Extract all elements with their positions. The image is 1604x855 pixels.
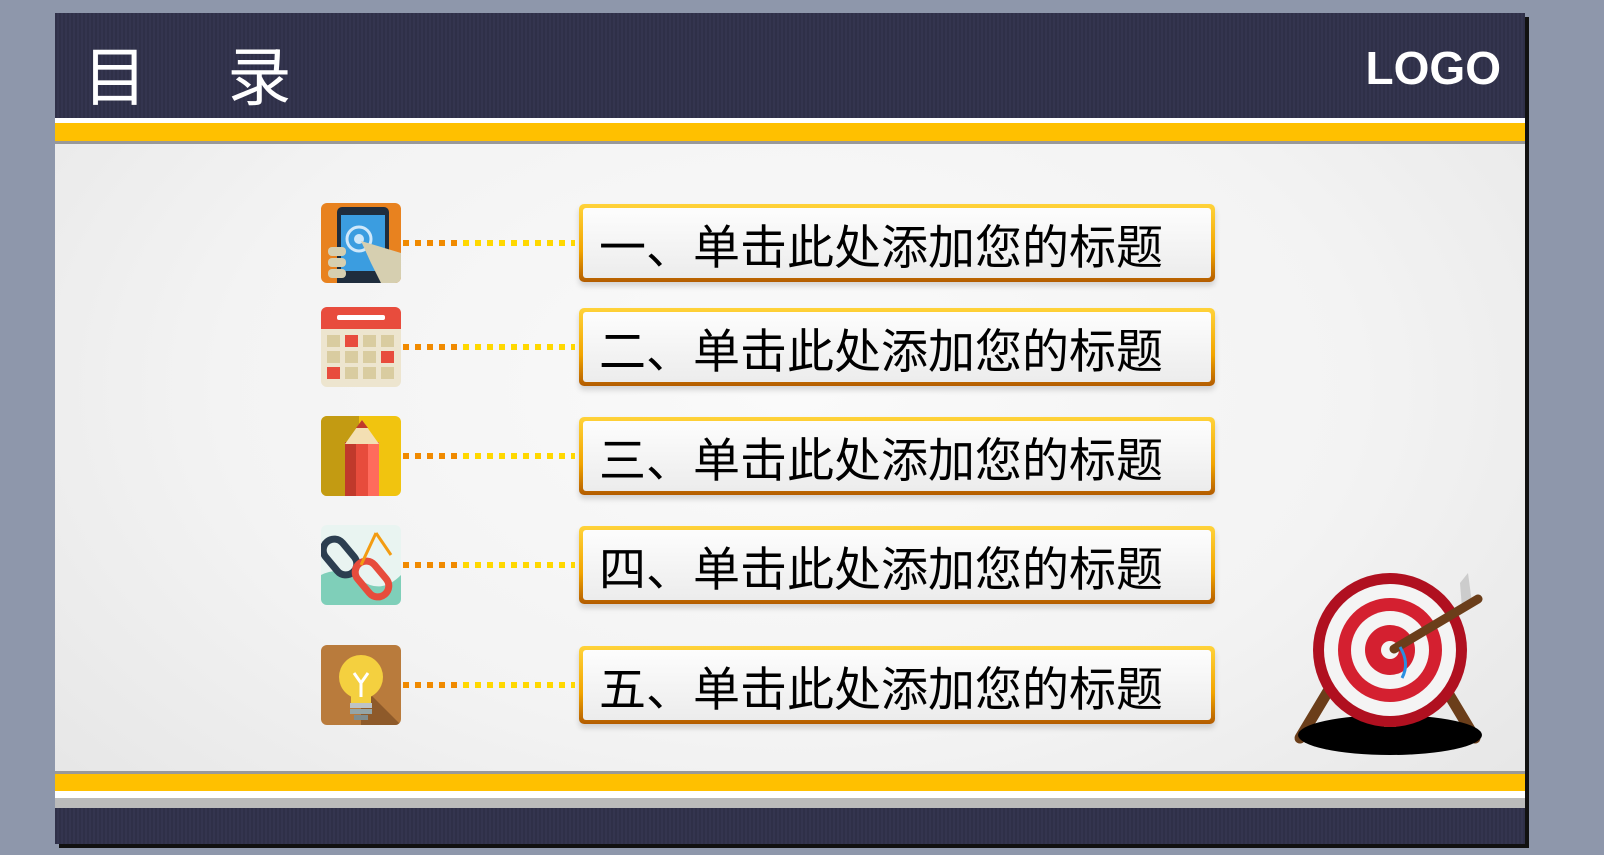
toc-item[interactable]: 二、单击此处添加您的标题 (55, 307, 1525, 387)
toc-item-label: 三、单击此处添加您的标题 (583, 421, 1211, 491)
tablet-touch-icon (321, 203, 401, 283)
connector-dots (403, 453, 575, 459)
lightbulb-icon (321, 645, 401, 725)
toc-item-label: 一、单击此处添加您的标题 (583, 208, 1211, 278)
toc-item-button[interactable]: 三、单击此处添加您的标题 (579, 417, 1215, 495)
chain-link-icon (321, 525, 401, 605)
connector-dots (403, 344, 575, 350)
logo: LOGO (1365, 42, 1501, 94)
toc-item-button[interactable]: 二、单击此处添加您的标题 (579, 308, 1215, 386)
page-title: 目 录 (83, 42, 322, 116)
connector-dots (403, 240, 575, 246)
bottom-accent-bar (55, 771, 1525, 808)
toc-item-label: 四、单击此处添加您的标题 (583, 530, 1211, 600)
toc-item[interactable]: 五、单击此处添加您的标题 (55, 645, 1525, 725)
header: 目 录 LOGO (55, 13, 1525, 118)
toc-item[interactable]: 一、单击此处添加您的标题 (55, 203, 1525, 283)
connector-dots (403, 562, 575, 568)
footer (55, 808, 1525, 844)
connector-dots (403, 682, 575, 688)
toc-item-label: 五、单击此处添加您的标题 (583, 650, 1211, 720)
slide: 目 录 LOGO 一、单击此处添加您的标题 二、单击此处添加您的标题 三、单击此… (55, 13, 1525, 844)
toc-item-label: 二、单击此处添加您的标题 (583, 312, 1211, 382)
calendar-icon (321, 307, 401, 387)
toc-item[interactable]: 四、单击此处添加您的标题 (55, 525, 1525, 605)
top-accent-bar (55, 118, 1525, 144)
toc-item-button[interactable]: 五、单击此处添加您的标题 (579, 646, 1215, 724)
target-arrow-icon (1290, 563, 1490, 767)
toc-item-button[interactable]: 四、单击此处添加您的标题 (579, 526, 1215, 604)
toc-item-button[interactable]: 一、单击此处添加您的标题 (579, 204, 1215, 282)
pencil-icon (321, 416, 401, 496)
toc-item[interactable]: 三、单击此处添加您的标题 (55, 416, 1525, 496)
